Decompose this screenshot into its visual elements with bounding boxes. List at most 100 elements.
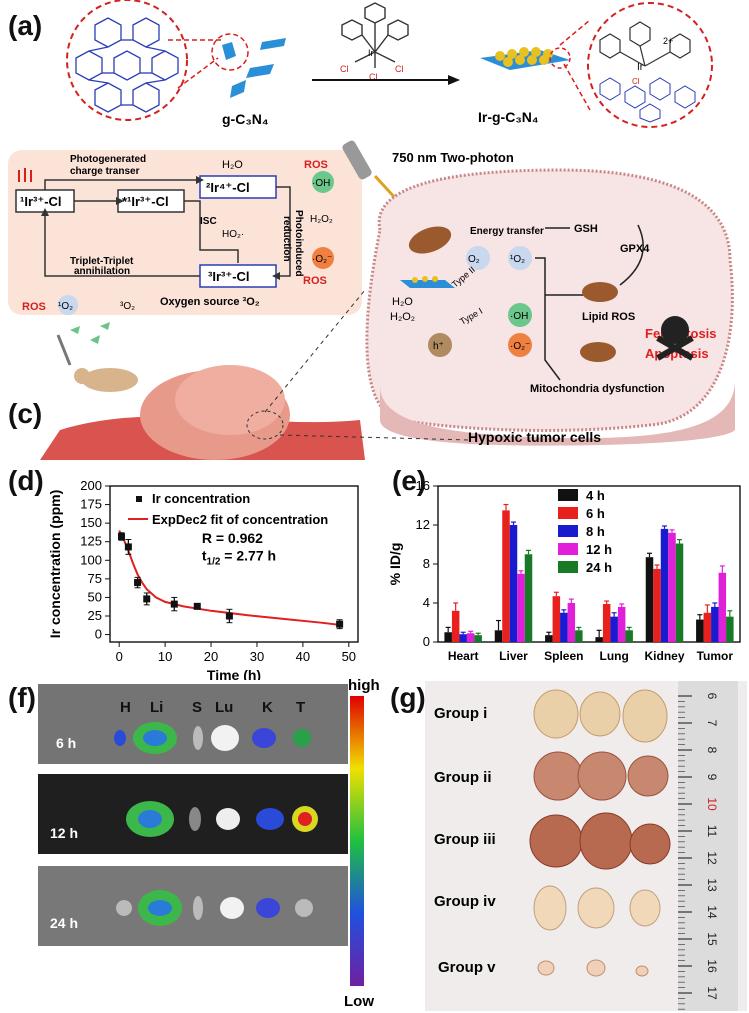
svg-text:H₂O: H₂O xyxy=(222,159,243,171)
svg-text:K: K xyxy=(262,699,273,716)
bar xyxy=(567,603,576,642)
svg-text:ROS: ROS xyxy=(304,159,328,171)
bar xyxy=(560,612,568,642)
svg-text:Photoinduced: Photoinduced xyxy=(293,210,304,277)
ruler-label: 9 xyxy=(705,774,719,781)
mouse-icon xyxy=(82,368,138,392)
x-tick-label: 40 xyxy=(296,649,310,664)
svg-text:Group i: Group i xyxy=(434,705,487,722)
svg-text:GPX4: GPX4 xyxy=(620,243,650,255)
y-tick-label: 25 xyxy=(88,608,102,623)
bar xyxy=(502,510,510,642)
data-point xyxy=(193,602,201,610)
y-tick-label: 200 xyxy=(80,478,102,493)
legend-label: 4 h xyxy=(586,488,605,503)
ir-gcn-lattice xyxy=(599,77,696,123)
x-tick-label: Heart xyxy=(448,649,479,663)
colorbar-low: Low xyxy=(344,993,374,1010)
legend-label: ExpDec2 fit of concentration xyxy=(152,512,328,527)
bar xyxy=(703,612,712,642)
svg-text:Energy transfer: Energy transfer xyxy=(470,226,544,237)
hypoxic-label: Hypoxic tumor cells xyxy=(468,429,601,445)
svg-text:charge transer: charge transer xyxy=(70,166,140,177)
data-point xyxy=(134,579,142,587)
x-tick-label: Lung xyxy=(600,649,629,663)
ruler-label: 15 xyxy=(705,932,719,946)
svg-text:Li: Li xyxy=(150,699,163,716)
svg-text:Oxygen source ³O₂: Oxygen source ³O₂ xyxy=(160,296,260,308)
bar xyxy=(509,525,518,642)
bar xyxy=(517,573,525,642)
y-tick-label: 12 xyxy=(416,517,430,532)
ruler xyxy=(678,681,738,1011)
bar xyxy=(524,554,533,642)
panel-g-label: (g) xyxy=(390,682,426,713)
panel-e-label: (e) xyxy=(392,465,427,496)
bar xyxy=(625,630,633,642)
y-tick-label: 75 xyxy=(88,571,102,586)
ruler-label: 8 xyxy=(705,747,719,754)
x-axis-label: Time (h) xyxy=(207,667,261,680)
data-point xyxy=(124,543,132,551)
svg-text:ISC: ISC xyxy=(200,216,217,227)
x-tick-label: Spleen xyxy=(544,649,583,663)
gcn-lattice xyxy=(75,17,179,113)
data-point xyxy=(225,612,233,620)
bar xyxy=(718,572,727,642)
svg-text:Group ii: Group ii xyxy=(434,769,492,786)
panel-c-label: (c) xyxy=(8,398,43,429)
ruler-label: 6 xyxy=(705,693,719,700)
bar xyxy=(474,635,482,642)
svg-text:H₂O₂: H₂O₂ xyxy=(390,311,415,323)
bar xyxy=(610,616,618,642)
y-tick-label: 175 xyxy=(80,497,102,512)
svg-text:12 h: 12 h xyxy=(50,825,78,841)
svg-text:³O₂: ³O₂ xyxy=(120,301,135,312)
legend-swatch xyxy=(558,543,578,555)
ir-gcn-zoom-circle xyxy=(587,2,713,128)
svg-text:reduction: reduction xyxy=(281,216,292,262)
svg-text:Photogenerated: Photogenerated xyxy=(70,154,146,165)
x-tick-label: Liver xyxy=(499,649,528,663)
svg-text:·OH: ·OH xyxy=(510,311,528,322)
data-point xyxy=(117,533,125,541)
x-tick-label: Tumor xyxy=(697,649,734,663)
x-tick-label: 0 xyxy=(116,649,123,664)
bar xyxy=(552,596,561,642)
legend-swatch xyxy=(558,489,578,501)
legend-label: 24 h xyxy=(586,560,612,575)
bar xyxy=(595,637,603,642)
svg-text:Cl: Cl xyxy=(632,77,640,86)
svg-text:Lipid ROS: Lipid ROS xyxy=(582,311,635,323)
data-point xyxy=(170,600,178,608)
state-s1-excited: *¹Ir³⁺-Cl xyxy=(122,194,169,209)
svg-text:ROS: ROS xyxy=(303,275,327,287)
y-axis-label: Ir concentration (ppm) xyxy=(47,490,63,639)
bar xyxy=(675,543,684,642)
laser-label: 750 nm Two-photon xyxy=(392,150,514,165)
state-s2: ²Ir⁴⁺-Cl xyxy=(206,180,250,195)
bar xyxy=(545,635,553,642)
y-tick-label: 100 xyxy=(80,552,102,567)
x-tick-label: Kidney xyxy=(644,649,684,663)
svg-text:¹O₂: ¹O₂ xyxy=(58,301,73,312)
x-tick-label: 10 xyxy=(158,649,172,664)
half-life: t1/2 = 2.77 h xyxy=(202,547,276,567)
svg-text:6 h: 6 h xyxy=(56,735,76,751)
bar xyxy=(726,616,734,642)
state-s1: ¹Ir³⁺-Cl xyxy=(20,194,62,209)
panel-f-imaging: H Li S Lu K T 6 h 12 h 24 h high Low xyxy=(38,677,380,1010)
svg-text:·OH: ·OH xyxy=(312,178,330,189)
gcn-label: g-C₃N₄ xyxy=(222,111,269,127)
svg-text:H: H xyxy=(120,699,131,716)
panel-f-label: (f) xyxy=(8,682,36,713)
ir-atom-label: Ir xyxy=(368,48,374,58)
bar xyxy=(668,532,676,642)
y-axis-label: % ID/g xyxy=(387,543,403,586)
ruler-label: 16 xyxy=(705,959,719,973)
colorbar xyxy=(350,696,364,986)
data-point xyxy=(143,595,151,603)
svg-text:annihilation: annihilation xyxy=(74,266,130,277)
